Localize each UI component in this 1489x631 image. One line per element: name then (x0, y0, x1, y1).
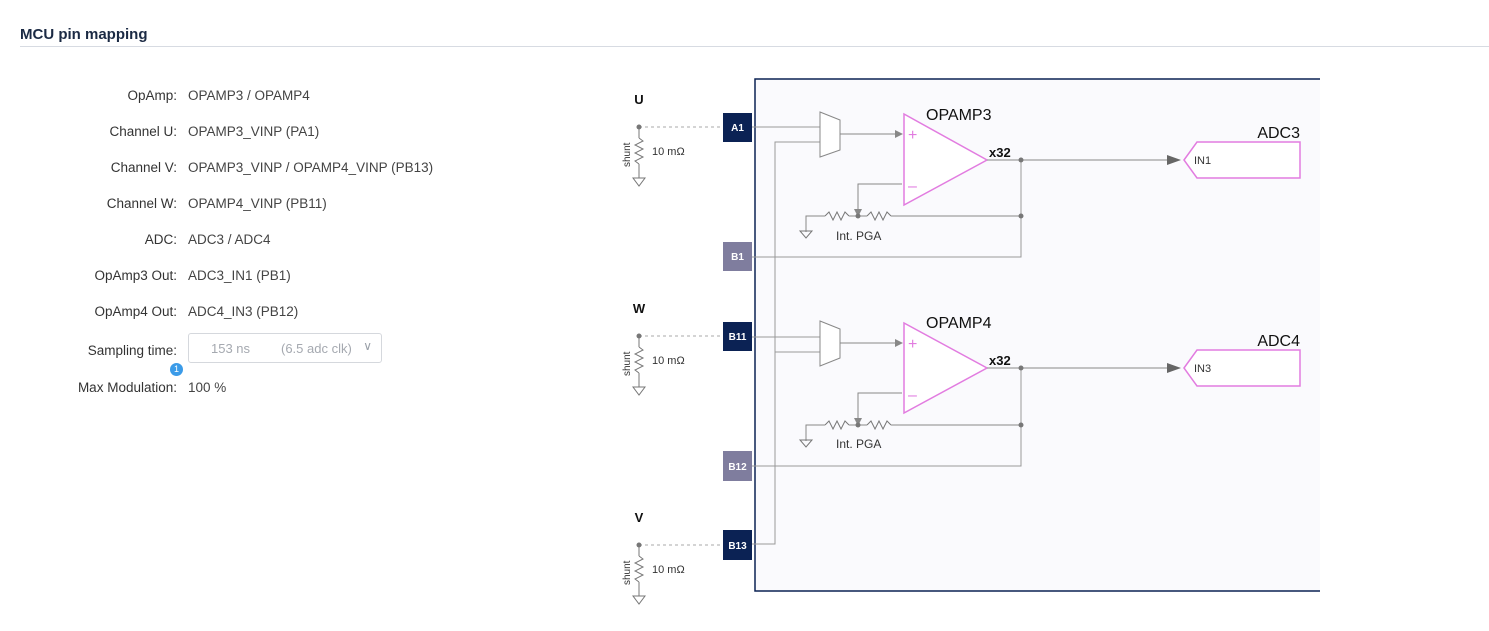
opamp3-gain: x32 (989, 145, 1011, 160)
phase-label-v: V (635, 510, 644, 525)
shunt-label: shunt (622, 142, 633, 167)
opamp3-name: OPAMP3 (926, 107, 992, 124)
opamp4-triangle (903, 321, 989, 415)
prop-sampling-time: Sampling time: 153 ns (6.5 adc clk) ∨ (0, 333, 560, 363)
section-divider (20, 46, 1489, 47)
prop-label: Channel W: (106, 196, 177, 211)
svg-text:–: – (908, 387, 917, 404)
pin-a1: A1 (723, 113, 752, 142)
prop-opamp3-out: OpAmp3 Out: ADC3_IN1 (PB1) (0, 268, 560, 288)
prop-channel-v: Channel V: OPAMP3_VINP / OPAMP4_VINP (PB… (0, 160, 560, 180)
svg-text:B11: B11 (729, 332, 747, 343)
mux-4 (819, 320, 841, 367)
adc4-name: ADC4 (1257, 333, 1300, 350)
prop-label: OpAmp4 Out: (94, 304, 177, 319)
shunt-label: shunt (622, 351, 633, 376)
prop-label: OpAmp3 Out: (94, 268, 177, 283)
pin-b1: B1 (723, 242, 752, 271)
svg-text:A1: A1 (731, 123, 744, 134)
shunt-value: 10 mΩ (652, 146, 685, 158)
svg-text:B12: B12 (728, 462, 747, 473)
dashed-links (639, 126, 723, 546)
pin-b12: B12 (723, 451, 752, 481)
wires (752, 126, 1022, 545)
opamp3-pga-label: Int. PGA (836, 229, 881, 243)
svg-text:B13: B13 (728, 541, 747, 552)
prop-label: Channel U: (109, 124, 177, 139)
opamp3-stage: + – OPAMP3 x32 Int. PGA (798, 107, 1181, 243)
prop-opamp4-out: OpAmp4 Out: ADC4_IN3 (PB12) (0, 304, 560, 324)
prop-channel-u: Channel U: OPAMP3_VINP (PA1) (0, 124, 560, 144)
prop-adc: ADC: ADC3 / ADC4 (0, 232, 560, 252)
svg-text:+: + (908, 336, 917, 353)
sampling-time-value: 153 ns (211, 341, 251, 356)
svg-text:+: + (908, 127, 917, 144)
prop-label: Sampling time: (87, 343, 177, 358)
mcu-crop-mask (1320, 70, 1489, 600)
opamp4-stage: + – OPAMP4 x32 Int. PGA (798, 315, 1181, 451)
prop-value: 100 % (188, 380, 227, 395)
opamp4-pga-label: Int. PGA (836, 437, 881, 451)
prop-label: ADC: (144, 232, 177, 247)
opamp4-name: OPAMP4 (926, 315, 992, 332)
section-title: MCU pin mapping (20, 26, 148, 43)
adc3-block: IN1 ADC3 (1183, 125, 1301, 179)
shunt-v (632, 542, 646, 605)
shunt-value: 10 mΩ (652, 355, 685, 367)
prop-value: ADC3 / ADC4 (188, 232, 271, 247)
adc4-block: IN3 ADC4 (1183, 333, 1301, 387)
shunt-u (632, 124, 646, 187)
prop-value: OPAMP3_VINP (PA1) (188, 124, 320, 139)
prop-channel-w: Channel W: OPAMP4_VINP (PB11) (0, 196, 560, 216)
opamp3-triangle (903, 112, 989, 207)
prop-label: OpAmp: (127, 88, 177, 103)
phase-label-w: W (633, 301, 646, 316)
pin-b11: B11 (723, 322, 752, 351)
mux-3 (819, 111, 841, 158)
svg-text:–: – (908, 178, 917, 195)
prop-label: Max Modulation: (77, 380, 177, 395)
prop-value: ADC4_IN3 (PB12) (188, 304, 299, 319)
sampling-time-clk: (6.5 adc clk) (281, 341, 352, 356)
svg-text:B1: B1 (731, 252, 744, 263)
sampling-time-select[interactable]: 153 ns (6.5 adc clk) ∨ (188, 333, 382, 363)
adc3-input-label: IN1 (1194, 155, 1211, 167)
phase-label-u: U (634, 92, 643, 107)
info-badge[interactable]: 1 (170, 363, 183, 376)
adc3-name: ADC3 (1257, 125, 1300, 142)
adc4-input-label: IN3 (1194, 363, 1211, 375)
opamp4-gain: x32 (989, 353, 1011, 368)
prop-opamp: OpAmp: OPAMP3 / OPAMP4 (0, 88, 560, 108)
shunt-w (632, 333, 646, 396)
shunt-label: shunt (622, 560, 633, 585)
prop-value: ADC3_IN1 (PB1) (188, 268, 291, 283)
prop-value: OPAMP3 / OPAMP4 (188, 88, 310, 103)
chevron-down-icon: ∨ (363, 339, 372, 353)
prop-max-modulation: Max Modulation: 1 100 % (0, 363, 560, 400)
prop-value: OPAMP3_VINP / OPAMP4_VINP (PB13) (188, 160, 434, 175)
prop-value: OPAMP4_VINP (PB11) (188, 196, 327, 211)
shunt-value: 10 mΩ (652, 564, 685, 576)
pin-b13: B13 (723, 530, 752, 560)
prop-label: Channel V: (110, 160, 177, 175)
